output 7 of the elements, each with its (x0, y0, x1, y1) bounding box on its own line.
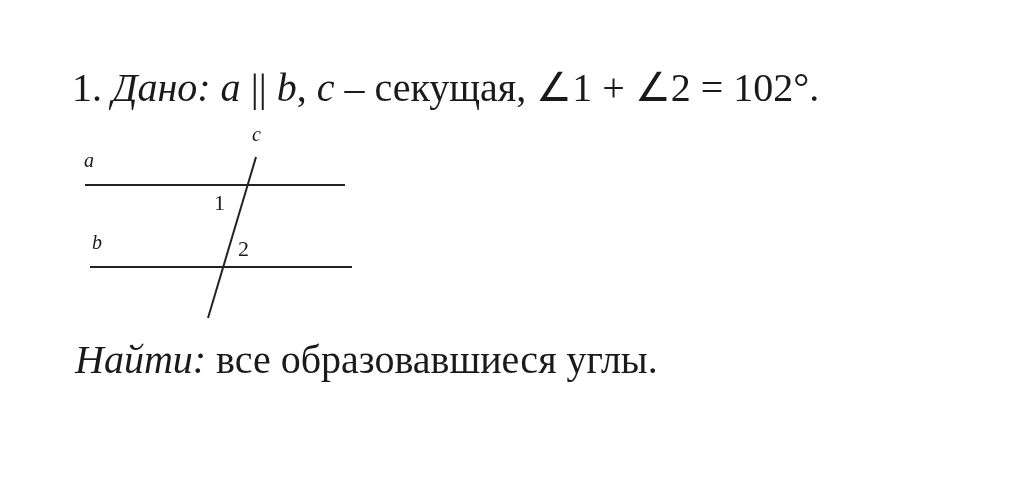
task-text: Найти: все образовавшиеся углы. (75, 340, 658, 380)
line-label: b (92, 232, 102, 252)
line-label: c (252, 124, 261, 144)
angle-label: 2 (238, 238, 249, 260)
angle-label: 1 (214, 192, 225, 214)
line-label: a (84, 150, 94, 170)
problem-statement: 1. Дано: a || b, c – секущая, ∠1 + ∠2 = 102°. (72, 68, 820, 108)
